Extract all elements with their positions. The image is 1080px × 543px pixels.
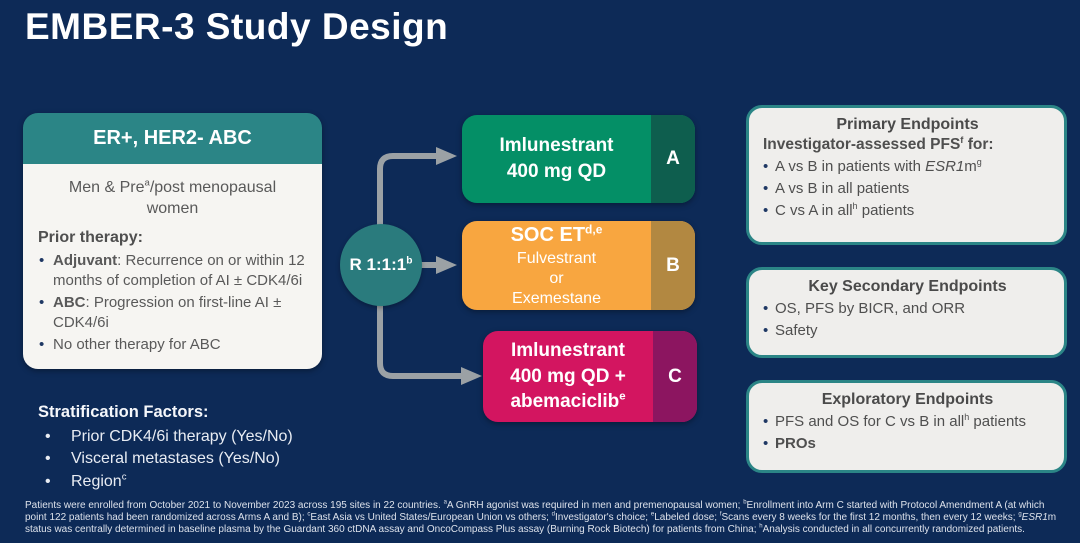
page-title: EMBER-3 Study Design <box>25 6 449 47</box>
footnote: Patients were enrolled from October 2021… <box>25 499 1057 536</box>
list-item: Regionc <box>38 471 368 494</box>
arm-a-text: Imlunestrant 400 mg QD <box>462 115 651 203</box>
arrowhead-icon <box>436 256 457 274</box>
list-item: Prior CDK4/6i therapy (Yes/No) <box>38 426 368 449</box>
list-item: A vs B in patients with ESR1mg <box>763 156 1052 178</box>
arm-a-line: 400 mg QD <box>506 161 607 182</box>
arm-b-text: SOC ETd,e Fulvestrant or Exemestane <box>462 221 651 310</box>
eligibility-card-header: ER+, HER2- ABC <box>23 113 322 164</box>
arm-b-box: SOC ETd,e Fulvestrant or Exemestane B <box>462 221 695 310</box>
list-item: Adjuvant: Recurrence on or within 12 mon… <box>38 251 307 291</box>
key-secondary-endpoints-list: OS, PFS by BICR, and ORR Safety <box>763 298 1052 342</box>
list-item: A vs B in all patients <box>763 178 1052 200</box>
list-item: PFS and OS for C vs B in allh patients <box>763 411 1052 433</box>
arm-c-line: 400 mg QD + <box>510 365 626 387</box>
stratification-list: Prior CDK4/6i therapy (Yes/No) Visceral … <box>38 426 368 494</box>
population-text: Men & Prea/post menopausal women <box>68 177 277 218</box>
list-item: ABC: Progression on first-line AI ± CDK4… <box>38 293 307 333</box>
arm-a-line: Imlunestrant <box>499 135 614 157</box>
stratification-section: Stratification Factors: Prior CDK4/6i th… <box>38 401 368 494</box>
list-item: C vs A in allh patients <box>763 200 1052 222</box>
arm-a-label: A <box>651 115 695 203</box>
arm-b-line: or <box>549 270 564 287</box>
list-item: Visceral metastases (Yes/No) <box>38 448 368 471</box>
arm-c-line: abemaciclibe <box>510 390 626 413</box>
primary-endpoints-panel: Primary Endpoints Investigator-assessed … <box>746 105 1067 245</box>
stratification-label: Stratification Factors: <box>38 403 209 421</box>
exploratory-endpoints-list: PFS and OS for C vs B in allh patients P… <box>763 411 1052 455</box>
exploratory-endpoints-panel: Exploratory Endpoints PFS and OS for C v… <box>746 380 1067 473</box>
arm-b-line: SOC ETd,e <box>510 222 603 246</box>
key-secondary-endpoints-panel: Key Secondary Endpoints OS, PFS by BICR,… <box>746 267 1067 358</box>
arm-c-box: Imlunestrant 400 mg QD + abemaciclibe C <box>483 331 697 422</box>
panel-title: Primary Endpoints <box>836 116 979 133</box>
panel-title: Key Secondary Endpoints <box>808 278 1007 295</box>
arm-a-box: Imlunestrant 400 mg QD A <box>462 115 695 203</box>
list-item: No other therapy for ABC <box>38 335 307 355</box>
panel-title: Exploratory Endpoints <box>821 391 994 408</box>
randomization-label: R 1:1:1b <box>349 255 413 274</box>
arm-c-text: Imlunestrant 400 mg QD + abemaciclibe <box>483 331 653 422</box>
randomization-circle: R 1:1:1b <box>340 224 422 306</box>
list-item: OS, PFS by BICR, and ORR <box>763 298 1052 320</box>
arrowhead-icon <box>461 367 482 385</box>
arrowhead-icon <box>436 147 457 165</box>
eligibility-card: ER+, HER2- ABC Men & Prea/post menopausa… <box>23 113 322 370</box>
primary-endpoints-list: A vs B in patients with ESR1mg A vs B in… <box>763 156 1052 221</box>
arm-b-line: Fulvestrant <box>516 250 597 267</box>
eligibility-card-body: Men & Prea/post menopausal women Prior t… <box>23 164 322 370</box>
arm-c-label: C <box>653 331 697 422</box>
arm-b-label: B <box>651 221 695 310</box>
primary-endpoints-subtitle: Investigator-assessed PFSf for: <box>763 134 994 153</box>
prior-therapy-list: Adjuvant: Recurrence on or within 12 mon… <box>38 251 307 354</box>
arm-c-line: Imlunestrant <box>510 340 626 362</box>
arm-b-line: Exemestane <box>512 290 601 307</box>
prior-therapy-label: Prior therapy: <box>38 229 143 247</box>
list-item: Safety <box>763 320 1052 342</box>
list-item: PROs <box>763 433 1052 455</box>
